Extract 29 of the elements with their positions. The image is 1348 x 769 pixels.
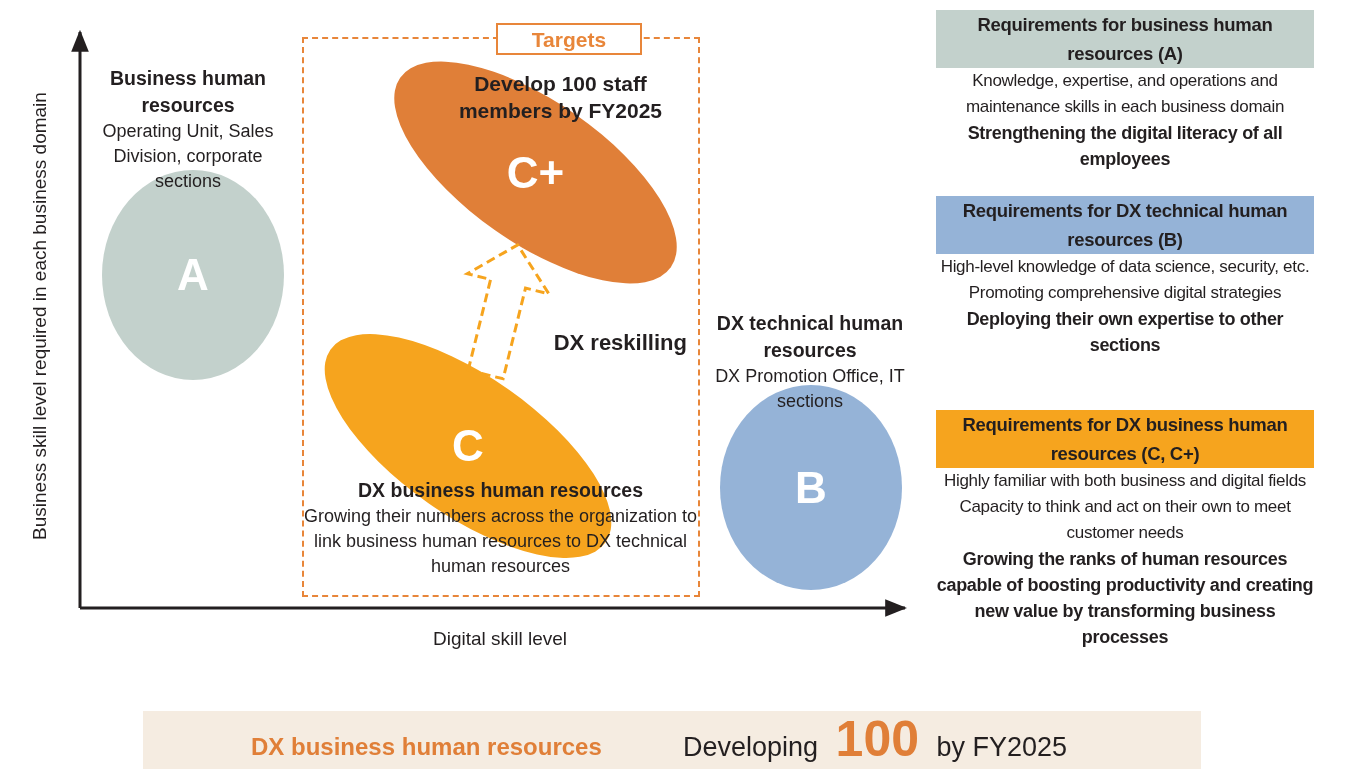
requirement-text: High-level knowledge of data science, security, etc. <box>939 256 1311 278</box>
group-letter: C+ <box>506 147 565 198</box>
edge-label: DX reskilling <box>553 329 687 356</box>
requirement-card <box>936 410 1314 650</box>
key-requirement: Growing the ranks of human resources capable of boosting productivity and creating new value by transforming business processes <box>936 548 1314 649</box>
requirement-heading: Requirements for DX business human resources (C, C+) <box>936 410 1314 468</box>
group-description: DX Promotion Office, IT sections <box>714 365 906 413</box>
hollow-arrow <box>463 242 553 381</box>
key-requirement: Deploying their own expertise to other sections <box>965 308 1285 357</box>
requirement-text: Capacity to think and act on their own to meet customer needs <box>958 496 1292 544</box>
requirement-text: Highly familiar with both business and digital fields <box>942 470 1308 492</box>
group-letter: B <box>795 462 827 513</box>
group-heading: DX technical human resources <box>715 311 905 363</box>
requirement-heading: Requirements for business human resources (A) <box>936 10 1314 68</box>
frame-title: Targets <box>496 23 642 55</box>
banner-text: Developing 100 by FY2025 <box>683 711 1068 769</box>
group-description: Operating Unit, Sales Division, corporate sections <box>101 120 275 193</box>
requirement-text: Knowledge, expertise, and operations and maintenance skills in each business domain <box>964 70 1286 118</box>
group-heading: Business human resources <box>108 66 267 118</box>
banner-heading: DX business human resources <box>251 733 602 761</box>
group-letter: A <box>177 250 209 300</box>
axis-title: Digital skill level <box>431 628 569 650</box>
requirement-heading: Requirements for DX technical human resources (B) <box>936 196 1314 254</box>
summary-banner <box>143 711 1201 769</box>
requirement-card <box>936 10 1314 172</box>
axis-title: Business skill level required in each business domain <box>29 91 51 542</box>
key-requirement: Strengthening the digital literacy of all employees <box>966 122 1284 171</box>
requirement-text: Promoting comprehensive digital strategies <box>967 282 1283 304</box>
group-letter: C <box>452 421 484 471</box>
